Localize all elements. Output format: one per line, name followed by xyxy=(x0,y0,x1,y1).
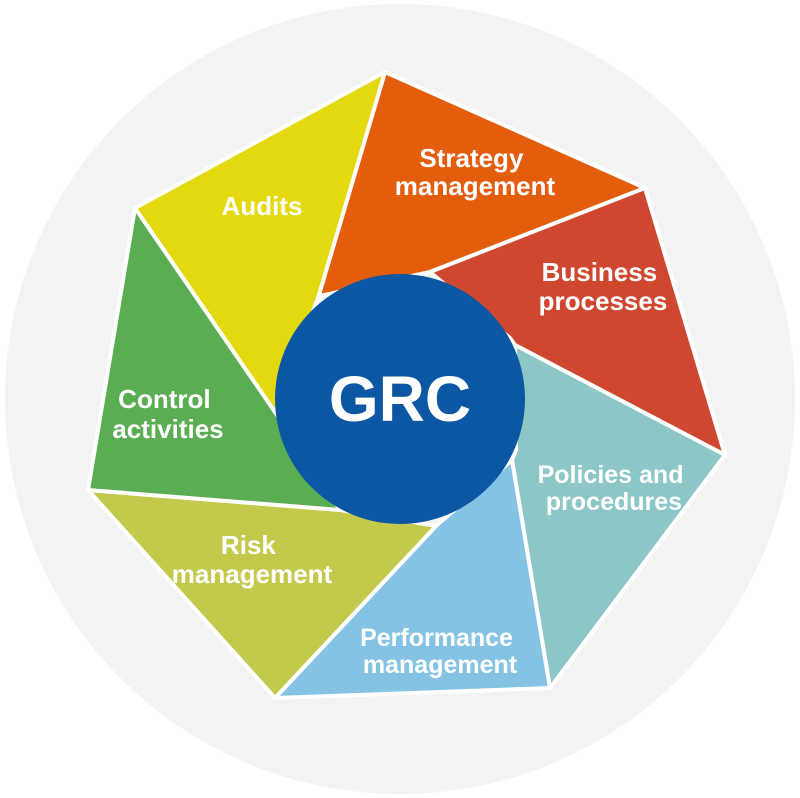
policies-and-procedures-line-2: procedures xyxy=(546,488,682,516)
svg-text:Business processes: Business processes xyxy=(539,257,668,316)
label-strategy-management: Strategy management xyxy=(395,143,556,201)
label-policies-and-procedures: Policies and procedures xyxy=(538,461,691,516)
risk-management-line-1: Risk xyxy=(221,530,276,560)
audits-line-1: Audits xyxy=(222,191,303,221)
grc-hub[interactable] xyxy=(275,274,525,524)
label-risk-management: Risk management xyxy=(172,530,333,589)
svg-text:Strategy management: Strategy management xyxy=(395,143,556,201)
strategy-management-line-2: management xyxy=(395,171,556,201)
wedge-business-processes[interactable] xyxy=(428,186,727,457)
performance-management-line-2: management xyxy=(363,651,518,679)
wedge-audits[interactable] xyxy=(133,70,387,414)
wedge-policies-and-procedures[interactable] xyxy=(510,343,727,690)
policies-and-procedures-line-1: Policies and xyxy=(538,461,684,489)
label-control-activities: Control activities xyxy=(112,384,223,444)
grc-hub-label: GRC xyxy=(329,363,471,435)
svg-text:Policies and procedures: Policies and procedures xyxy=(538,461,691,516)
risk-management-line-2: management xyxy=(172,559,333,589)
strategy-management-line-1: Strategy xyxy=(419,143,524,173)
business-processes-line-1: Business xyxy=(542,257,658,287)
label-audits: Audits xyxy=(222,191,303,221)
control-activities-line-1: Control xyxy=(118,384,210,414)
label-business-processes: Business processes xyxy=(539,257,668,316)
wedge-group xyxy=(86,70,727,700)
performance-management-line-1: Performance xyxy=(360,624,513,652)
svg-text:Risk management: Risk management xyxy=(172,530,333,589)
svg-text:Control activities: Control activities xyxy=(112,384,223,444)
label-performance-management: Performance management xyxy=(360,624,520,679)
svg-text:Audits: Audits xyxy=(222,191,303,221)
business-processes-line-2: processes xyxy=(539,286,668,316)
svg-text:Performance management: Performance management xyxy=(360,624,520,679)
control-activities-line-2: activities xyxy=(112,414,223,444)
